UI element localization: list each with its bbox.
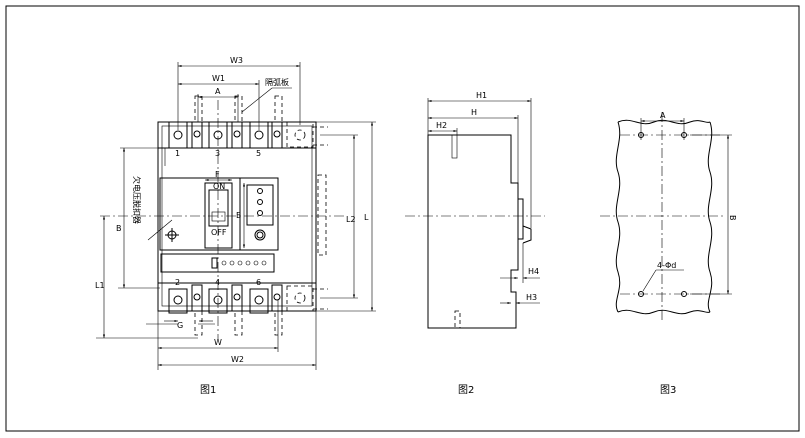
dim-W: W (214, 338, 222, 347)
terminal-2-label: 2 (175, 278, 180, 287)
dim-W2: W2 (231, 355, 244, 364)
dim-A-fig3: A (660, 111, 666, 120)
figure-2-caption: 图2 (458, 384, 474, 396)
dim-G: G (177, 321, 183, 330)
dim-B-fig1: B (116, 224, 122, 233)
undervoltage-label: 欠电压脱扣器 (132, 176, 142, 224)
dim-F: F (215, 170, 220, 179)
terminal-3-label: 3 (215, 149, 220, 158)
dim-L1: L1 (95, 281, 105, 290)
bottom-terminals (168, 284, 328, 336)
figure-3-mounting-holes: A B 4-Φd (600, 111, 737, 320)
terminal-5-label: 5 (256, 149, 261, 158)
dim-E: E (236, 211, 241, 220)
drawing-frame (5, 5, 800, 432)
dim-H1: H1 (476, 91, 487, 100)
dim-H4: H4 (528, 267, 539, 276)
figure-2-side-view: H1 H H2 H4 H3 (405, 91, 545, 329)
dim-L: L (364, 213, 369, 222)
dim-W1: W1 (212, 74, 225, 83)
dim-W3: W3 (230, 56, 243, 65)
arc-plate-label: 隔弧板 (265, 77, 289, 87)
terminal-6-label: 6 (256, 278, 261, 287)
dim-A-fig1: A (215, 87, 221, 96)
terminal-4-label: 4 (215, 278, 220, 287)
figure-1-front-view: 1 3 5 ON OFF (95, 56, 376, 370)
terminal-1-label: 1 (175, 149, 180, 158)
dim-H2: H2 (436, 121, 447, 130)
switch-on-label: ON (213, 182, 225, 191)
dim-H3: H3 (526, 293, 537, 302)
dim-B-fig3: B (728, 215, 737, 221)
figure-1-caption: 图1 (200, 384, 216, 396)
dim-L2: L2 (346, 215, 356, 224)
figure-3-caption: 图3 (660, 384, 676, 396)
switch-off-label: OFF (211, 228, 227, 237)
dim-H: H (471, 108, 477, 117)
hole-callout: 4-Φd (657, 261, 676, 270)
